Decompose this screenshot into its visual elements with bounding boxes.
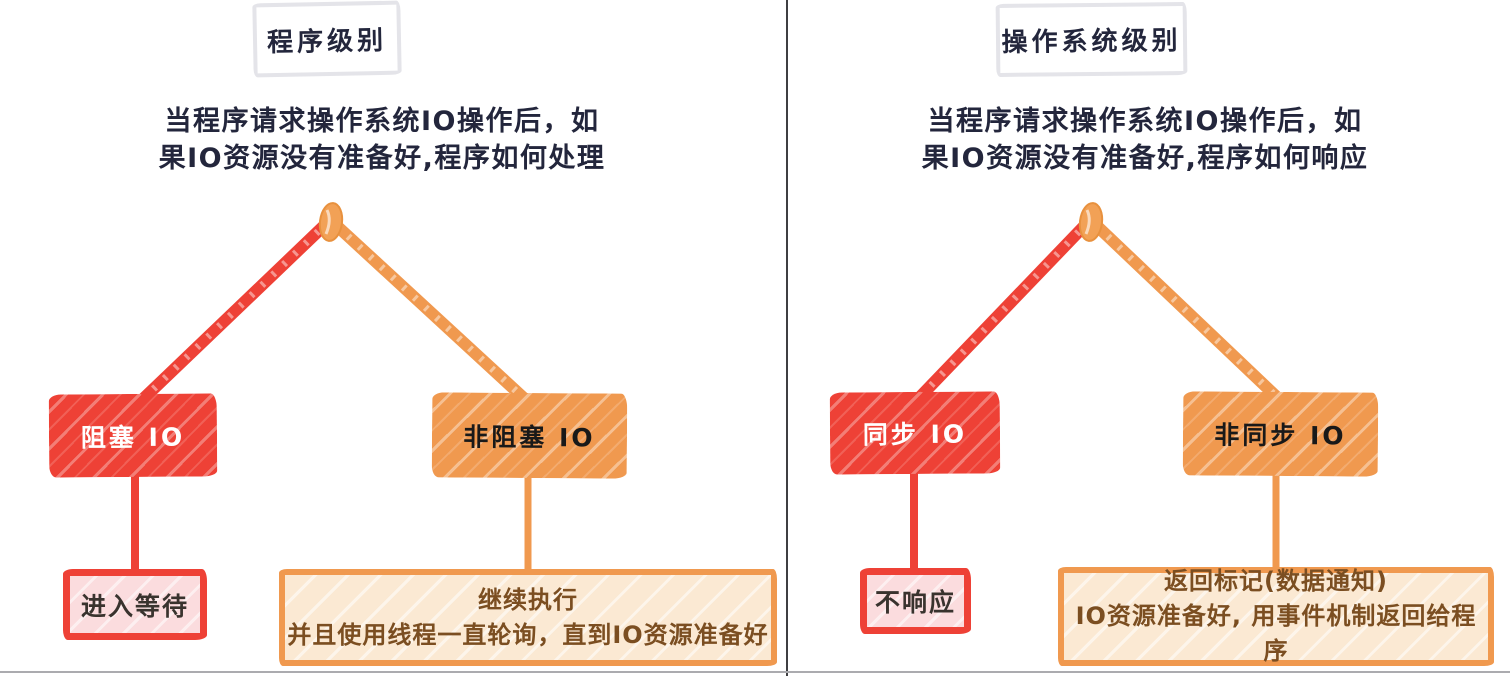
right-tree-knot-highlight bbox=[1084, 209, 1091, 235]
nonblocking-io-node: 非阻塞 IO bbox=[431, 392, 628, 479]
os-level-title-box: 操作系统级别 bbox=[995, 2, 1188, 77]
async-io-label: 非同步 IO bbox=[1214, 420, 1347, 451]
blocking-io-label: 阻塞 IO bbox=[80, 422, 186, 452]
right-tree-async-branch bbox=[1091, 220, 1287, 407]
blocking-result-label: 进入等待 bbox=[80, 591, 189, 621]
async-result-box: 返回标记(数据通知) IO资源准备好, 用事件机制返回给程序 bbox=[1058, 567, 1494, 666]
nonblocking-io-label: 非阻塞 IO bbox=[463, 422, 596, 452]
program-level-question: 当程序请求操作系统IO操作后，如 果IO资源没有准备好,程序如何处理 bbox=[82, 103, 682, 177]
program-question-line2: 果IO资源没有准备好,程序如何处理 bbox=[158, 143, 606, 174]
os-level-question: 当程序请求操作系统IO操作后，如 果IO资源没有准备好,程序如何响应 bbox=[845, 103, 1445, 177]
right-tree-async-branch-hatch bbox=[1094, 223, 1284, 404]
blocking-io-node: 阻塞 IO bbox=[48, 393, 218, 478]
left-tree-nonblocking-branch bbox=[331, 220, 533, 407]
async-io-node: 非同步 IO bbox=[1182, 391, 1379, 477]
nonblocking-result-line2: 并且使用线程一直轮询，直到IO资源准备好 bbox=[287, 620, 769, 649]
left-tree-knot-highlight bbox=[324, 209, 331, 235]
nonblocking-result-box: 继续执行 并且使用线程一直轮询，直到IO资源准备好 bbox=[279, 569, 777, 666]
os-question-line1: 当程序请求操作系统IO操作后，如 bbox=[927, 106, 1363, 137]
right-tree-sync-branch bbox=[912, 215, 1095, 405]
program-level-title: 程序级别 bbox=[266, 25, 388, 58]
program-question-line1: 当程序请求操作系统IO操作后，如 bbox=[164, 106, 600, 137]
sync-io-node: 同步 IO bbox=[829, 391, 1001, 475]
async-result-line2: IO资源准备好, 用事件机制返回给程序 bbox=[1075, 602, 1477, 665]
nonblocking-result-line1: 继续执行 bbox=[478, 585, 578, 614]
program-level-title-box: 程序级别 bbox=[252, 0, 402, 78]
sync-io-label: 同步 IO bbox=[862, 419, 968, 450]
blocking-result-box: 进入等待 bbox=[63, 569, 207, 640]
left-tree-blocking-branch bbox=[137, 215, 335, 405]
panel-divider bbox=[786, 0, 788, 676]
sync-result-label: 不响应 bbox=[874, 588, 956, 617]
os-level-title: 操作系统级别 bbox=[1001, 26, 1182, 58]
sync-result-box: 不响应 bbox=[860, 568, 971, 634]
async-result-line1: 返回标记(数据通知) bbox=[1164, 567, 1388, 595]
bottom-rule bbox=[0, 671, 1510, 673]
os-question-line2: 果IO资源没有准备好,程序如何响应 bbox=[921, 143, 1369, 174]
